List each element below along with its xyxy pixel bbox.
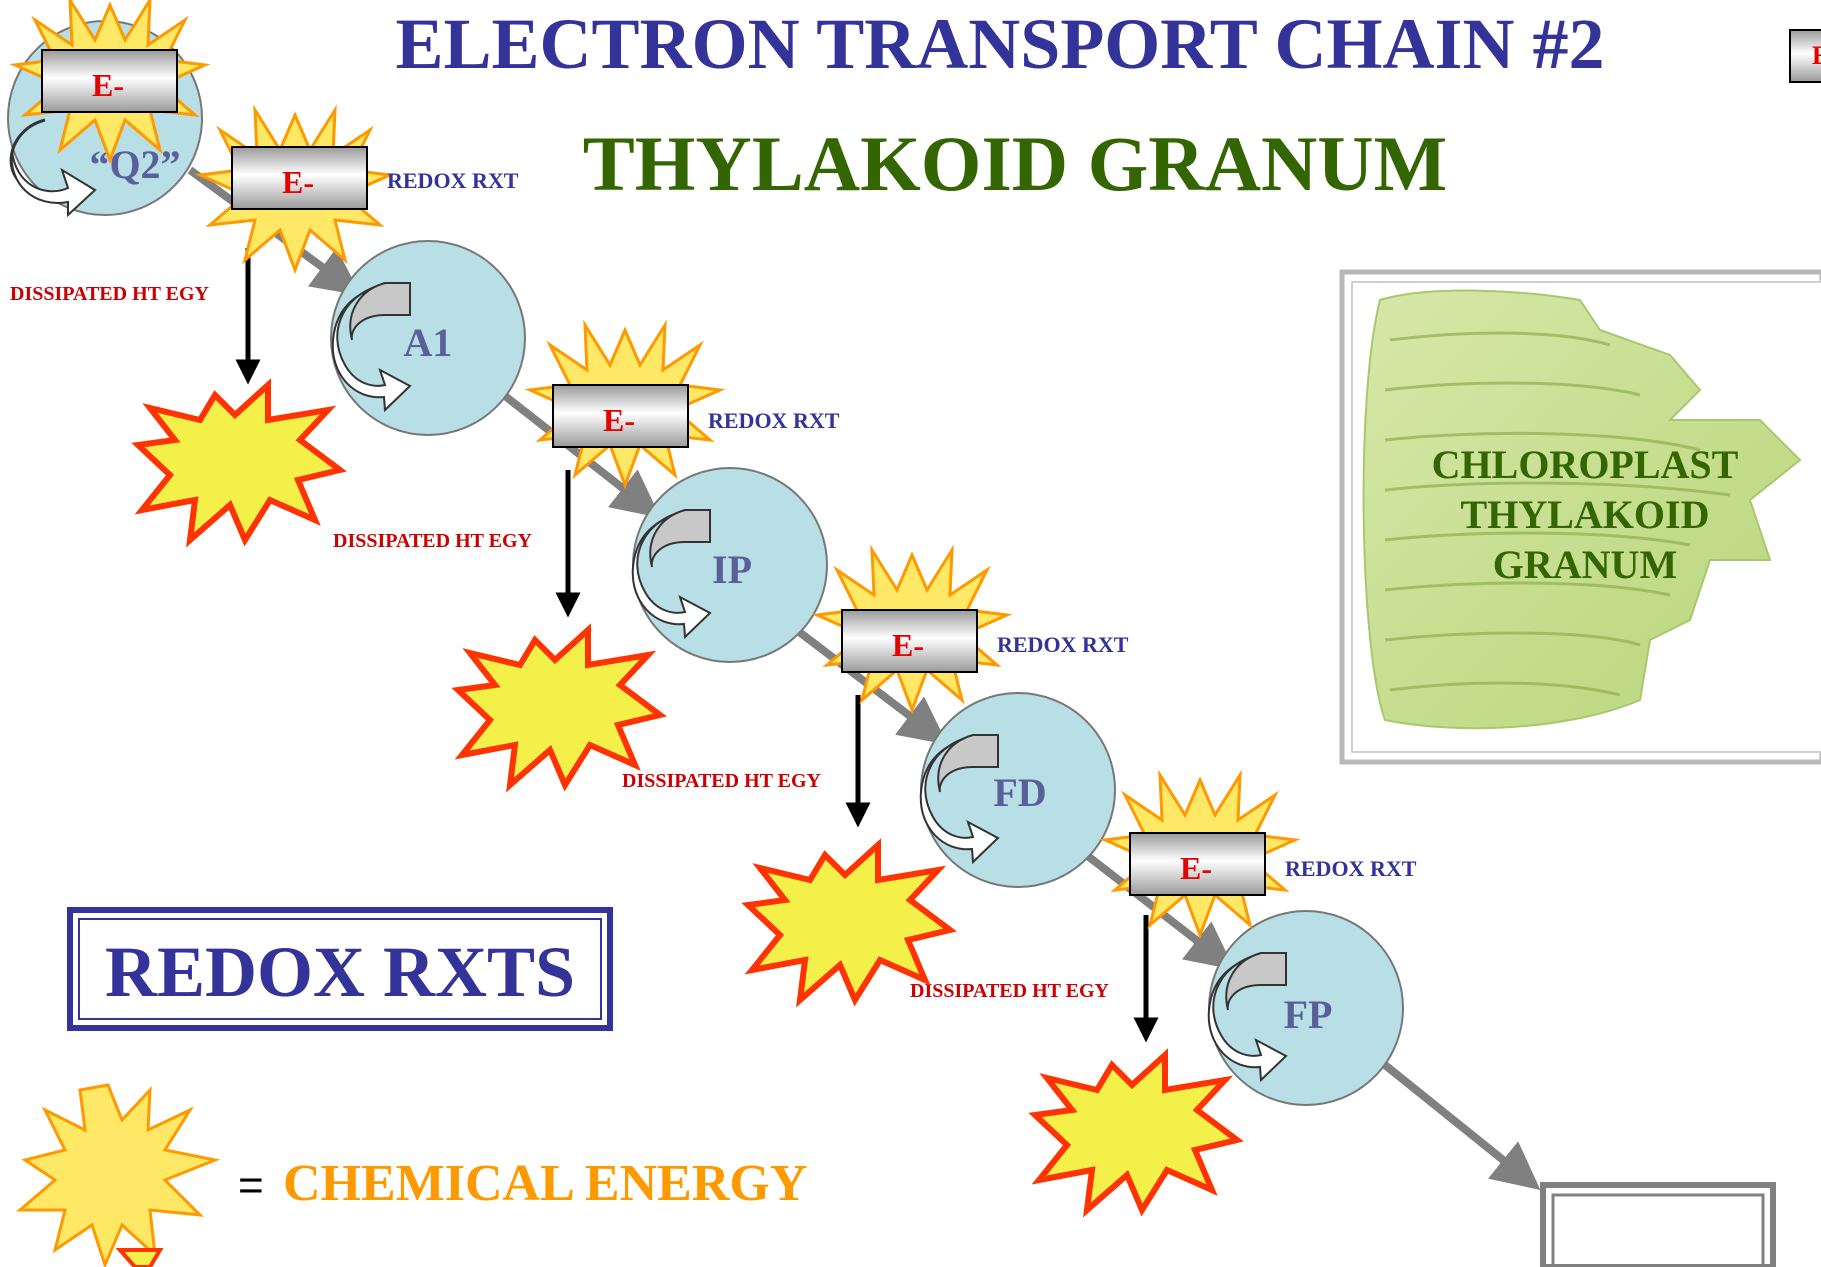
electron-label: E- bbox=[282, 164, 314, 200]
rotation-arrow-icon bbox=[919, 734, 1000, 865]
electron-label: E- bbox=[92, 67, 124, 103]
chemical-energy-icon bbox=[15, 1083, 221, 1267]
rotation-arrow-icon bbox=[10, 149, 97, 218]
chain-arrow-2 bbox=[497, 388, 661, 518]
redox-label: REDOX RXT bbox=[708, 408, 840, 433]
carrier-label: IP bbox=[712, 547, 752, 592]
carrier-label: A1 bbox=[404, 320, 453, 365]
electron-label: E- bbox=[892, 627, 924, 663]
electron-label: E- bbox=[1180, 850, 1212, 886]
redox-rxts-box: REDOX RXTS bbox=[67, 907, 613, 1031]
dissipated-label: DISSIPATED HT EGY bbox=[10, 283, 210, 305]
electron-box-3: E- bbox=[552, 384, 689, 448]
carrier-fd: FD bbox=[919, 692, 1116, 888]
dissipation-arrows bbox=[235, 248, 1159, 1043]
dissipated-labels: DISSIPATED HT EGY DISSIPATED HT EGY DISS… bbox=[10, 283, 1110, 1002]
corner-tag: E bbox=[1789, 29, 1821, 83]
electron-box-2: E- bbox=[231, 146, 368, 210]
redox-label: REDOX RXT bbox=[997, 632, 1129, 657]
chain-arrow-3 bbox=[787, 621, 948, 745]
diagram-title: ELECTRON TRANSPORT CHAIN #2 bbox=[395, 4, 1604, 84]
rotation-arrow-icon bbox=[1207, 952, 1288, 1083]
carrier-ip: IP bbox=[631, 467, 828, 663]
heat-energy-icon bbox=[115, 1248, 164, 1267]
legend: = CHEMICAL ENERGY bbox=[15, 1083, 807, 1267]
chloroplast-caption-line-1: CHLOROPLAST bbox=[1432, 442, 1739, 487]
redox-label: REDOX RXT bbox=[387, 168, 519, 193]
carrier-label: FP bbox=[1284, 992, 1333, 1037]
end-box bbox=[1540, 1182, 1776, 1267]
heat-energy-icon bbox=[1028, 1048, 1244, 1218]
chloroplast-caption-line-3: GRANUM bbox=[1493, 542, 1677, 587]
diagram-subtitle: THYLAKOID GRANUM bbox=[583, 120, 1448, 207]
dissipated-label: DISSIPATED HT EGY bbox=[910, 980, 1110, 1002]
electron-box-5: E- bbox=[1129, 832, 1266, 896]
electron-box-4: E- bbox=[841, 609, 978, 673]
electron-label: E- bbox=[603, 402, 635, 438]
corner-tag-label: E bbox=[1812, 41, 1821, 70]
redox-labels: REDOX RXT REDOX RXT REDOX RXT REDOX RXT bbox=[387, 168, 1417, 881]
heat-energy-icon bbox=[131, 378, 347, 548]
carrier-fp: FP bbox=[1207, 910, 1404, 1106]
heat-bursts bbox=[131, 378, 1244, 1218]
carrier-a1: A1 bbox=[330, 240, 526, 436]
dissipated-label: DISSIPATED HT EGY bbox=[333, 530, 533, 552]
heat-energy-icon bbox=[741, 838, 957, 1008]
electron-box-1: E- bbox=[41, 49, 178, 113]
redox-label: REDOX RXT bbox=[1285, 856, 1417, 881]
chain-arrow-4 bbox=[1077, 846, 1235, 970]
legend-equals: = bbox=[238, 1161, 264, 1210]
chloroplast-image: CHLOROPLAST THYLAKOID GRANUM bbox=[1339, 269, 1821, 765]
chain-arrow-5 bbox=[1382, 1061, 1541, 1191]
heat-energy-icon bbox=[451, 623, 667, 793]
redox-rxts-label: REDOX RXTS bbox=[105, 932, 575, 1012]
rotation-arrow-icon bbox=[331, 282, 412, 413]
carrier-label: “Q2” bbox=[89, 142, 180, 187]
rotation-arrow-icon bbox=[631, 509, 712, 640]
carrier-label: FD bbox=[993, 770, 1046, 815]
chloroplast-caption-line-2: THYLAKOID bbox=[1461, 492, 1710, 537]
legend-chemical-energy: CHEMICAL ENERGY bbox=[283, 1155, 807, 1212]
dissipated-label: DISSIPATED HT EGY bbox=[622, 770, 822, 792]
